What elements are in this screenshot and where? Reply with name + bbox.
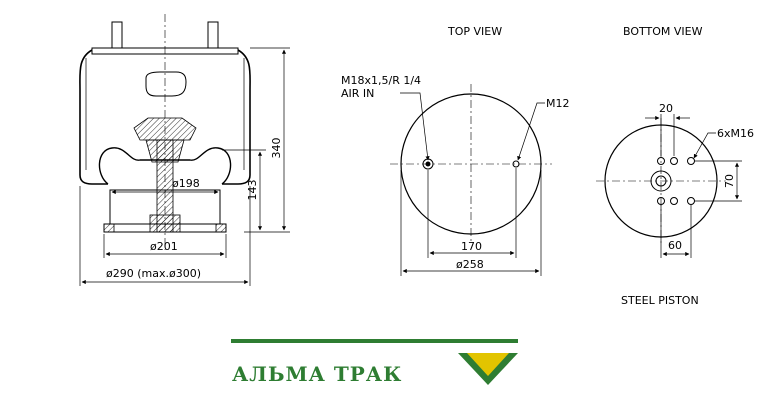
dim-70-label: 70 xyxy=(723,174,736,188)
dim-20-label: 20 xyxy=(659,102,673,115)
dia-piston-label: ø201 xyxy=(150,240,178,253)
top-view-title: TOP VIEW xyxy=(447,25,502,38)
m12-label: M12 xyxy=(546,97,570,110)
bellows-left xyxy=(79,49,108,185)
brand-name: АЛЬМА ТРАК xyxy=(232,362,402,386)
m12-stud-hole xyxy=(512,160,520,168)
bolt-spacing-label: 170 xyxy=(461,240,482,253)
dim-60-label: 60 xyxy=(668,239,682,252)
top-plate xyxy=(91,47,239,55)
right-stud xyxy=(207,21,219,49)
m16-holes xyxy=(657,157,695,205)
bottom-view: BOTTOM VIEW 20 6xM16 70 60 xyxy=(596,25,754,307)
steel-piston-label: STEEL PISTON xyxy=(621,294,699,307)
vent-window xyxy=(145,71,187,97)
height-piston-label: 143 xyxy=(246,180,259,201)
center-bore xyxy=(650,170,672,192)
chevron-logo-icon xyxy=(458,353,518,385)
air-in-thread-label: M18x1,5/R 1/4 xyxy=(341,74,421,87)
height-total-label: 340 xyxy=(270,138,283,159)
bottom-view-title: BOTTOM VIEW xyxy=(623,25,703,38)
bellows-right xyxy=(222,49,251,185)
dia-outer-label: ø290 (max.ø300) xyxy=(106,267,201,280)
thread-label: 6xM16 xyxy=(717,127,754,140)
side-view: 340 143 ø198 ø201 ø290 (max.ø300) xyxy=(79,14,290,286)
dia-inner-label: ø198 xyxy=(172,177,200,190)
brand-bar xyxy=(231,339,518,343)
plate-dia-label: ø258 xyxy=(456,258,484,271)
brand-logo: АЛЬМА ТРАК xyxy=(231,339,518,386)
top-view: TOP VIEW M18x1,5/R 1/4 AIR IN M12 170 ø2… xyxy=(341,25,570,276)
air-in-label: AIR IN xyxy=(341,87,374,100)
left-stud xyxy=(111,21,123,49)
